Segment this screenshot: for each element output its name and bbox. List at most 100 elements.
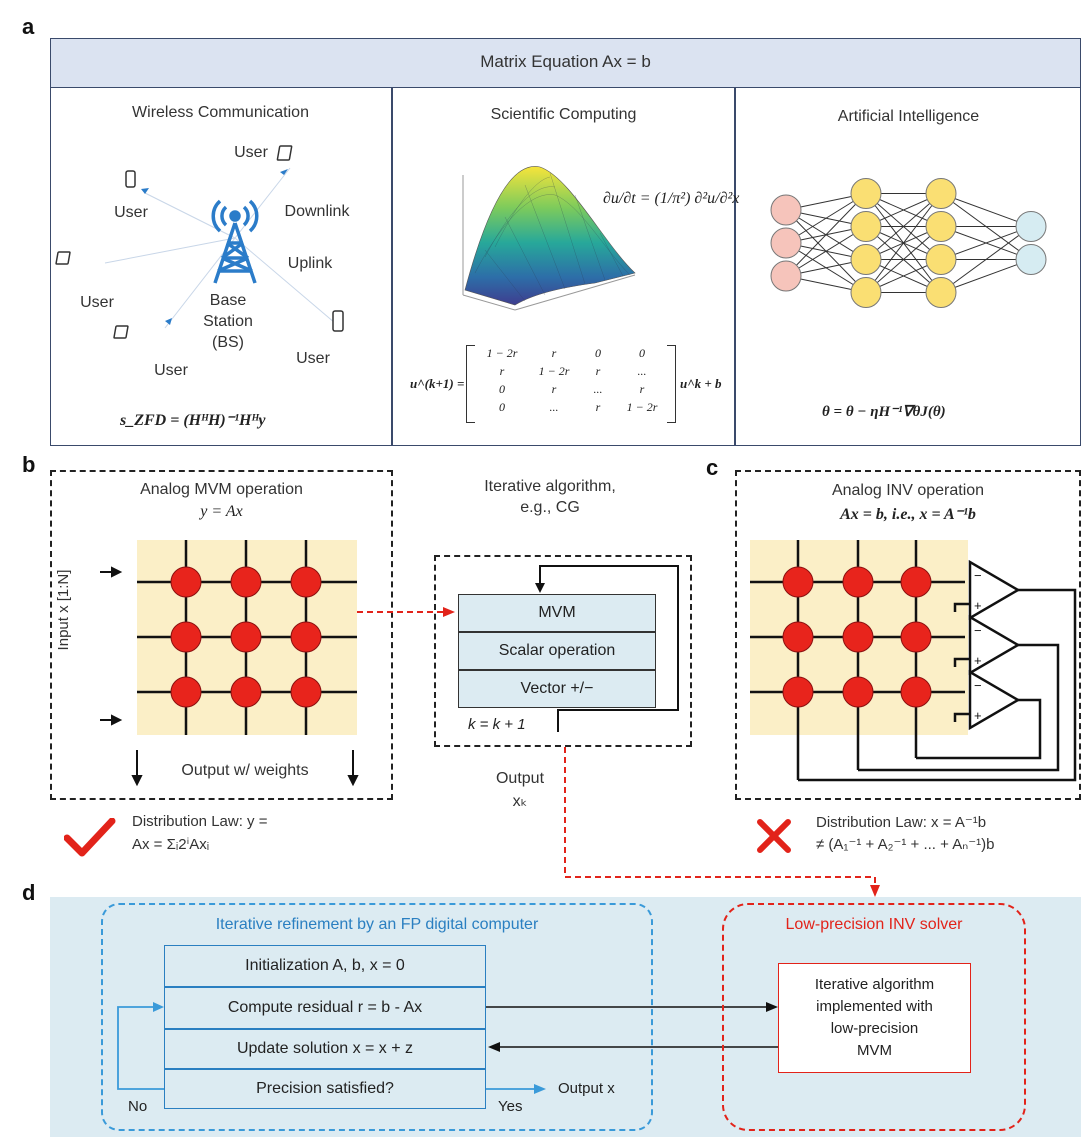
memristor-nodes	[170, 566, 322, 708]
zfd-equation: s_ZFD = (HᴴH)⁻¹Hᴴy	[120, 412, 266, 429]
nn-edge	[785, 193, 867, 277]
matrix-cell: r	[551, 346, 557, 360]
bs-line-1: Base	[209, 292, 247, 309]
solver-line-3: low-precision	[830, 1020, 919, 1037]
fp-refinement-title: Iterative refinement by an FP digital co…	[215, 916, 539, 933]
nn-node	[925, 211, 957, 242]
low-precision-solver-title: Low-precision INV solver	[785, 916, 963, 933]
step-vector: Vector +/−	[458, 670, 656, 708]
matrix-row: 0... r 1 − 2r	[474, 400, 666, 418]
distribution-law-check-1: Distribution Law: y =	[132, 813, 268, 830]
matrix-cell: 1 − 2r	[486, 346, 518, 360]
iteration-loop	[535, 565, 679, 732]
update-lhs: u^(k+1) =	[410, 376, 465, 391]
matrix-cell: 1 − 2r	[538, 364, 570, 378]
user-label-bottom-left: User	[80, 294, 114, 311]
counter-label: k = k + 1	[468, 716, 526, 733]
nn-node	[850, 244, 882, 275]
no-label: No	[128, 1098, 148, 1115]
solver-line-2: implemented with	[816, 998, 933, 1015]
fp-refinement-frame	[101, 903, 653, 1131]
output-weights-label: Output w/ weights	[181, 762, 309, 779]
svg-text:−: −	[974, 623, 982, 638]
nn-node	[925, 277, 957, 308]
matrix-cell: ...	[593, 382, 603, 396]
svg-text:+: +	[974, 708, 982, 723]
matrix-cell: 1 − 2r	[626, 400, 658, 414]
newton-update-equation: θ = θ − ηH⁻¹∇θJ(θ)	[822, 404, 946, 420]
inv-title: Analog INV operation	[831, 482, 985, 499]
matrix-cell: 0	[499, 400, 505, 414]
output-xk-sub: xₖ	[512, 793, 528, 810]
no-loop-arrow	[117, 1002, 164, 1090]
nn-edge	[785, 193, 867, 244]
matrix-cell: r	[595, 400, 601, 414]
panel-label-b: b	[22, 452, 36, 477]
matrix-cell: r	[551, 382, 557, 396]
panel-a-divider-1	[391, 88, 393, 446]
nn-edge	[940, 259, 1032, 293]
matrix-row: 0 r... r	[474, 382, 666, 400]
step-update-solution: Update solution x = x + z	[164, 1029, 486, 1069]
distribution-law-cross-2: ≠ (A₁⁻¹ + A₂⁻¹ + ... + Aₙ⁻¹)b	[816, 836, 995, 853]
matrix-cell: ...	[637, 364, 647, 378]
user-label-left: User	[114, 204, 148, 221]
nn-node	[925, 244, 957, 275]
panel-b-frame	[50, 470, 393, 800]
output-xk-label: Output	[495, 770, 545, 787]
solver-box: Iterative algorithm implemented with low…	[778, 963, 971, 1073]
matrix-left-bracket	[466, 345, 475, 423]
svg-text:+: +	[974, 598, 982, 613]
panel-c-frame	[735, 470, 1081, 800]
iterative-frame	[434, 555, 692, 747]
matrix-cell: 0	[499, 382, 505, 396]
user-device-icons	[55, 145, 344, 339]
iterative-subtitle: e.g., CG	[520, 499, 580, 516]
output-x-label: Output x	[558, 1080, 615, 1097]
nn-node	[1015, 211, 1047, 242]
nn-node	[850, 211, 882, 242]
user-label-right: User	[296, 350, 330, 367]
panel-a-divider-2	[734, 88, 736, 446]
bs-line-2: Station	[203, 313, 253, 330]
nn-node	[925, 178, 957, 209]
low-precision-solver-frame	[722, 903, 1026, 1131]
step-precision-check: Precision satisfied?	[164, 1069, 486, 1109]
matrix-equation-title: Matrix Equation Ax = b	[480, 52, 651, 71]
matrix-cell: 0	[639, 346, 645, 360]
panel-label-a: a	[22, 14, 35, 39]
iterative-title: Iterative algorithm,	[484, 478, 616, 495]
check-mark-icon	[64, 818, 116, 857]
residual-to-solver-arrows	[486, 1002, 778, 1052]
nn-edge	[940, 193, 1032, 227]
iterative-to-solver-arrow	[564, 747, 880, 897]
surface-plot	[462, 166, 636, 311]
svg-text:+: +	[974, 653, 982, 668]
svg-text:−: −	[974, 568, 982, 583]
mvm-crossbar	[100, 540, 359, 787]
base-station-label: Base Station (BS)	[193, 290, 263, 353]
nn-edge	[785, 226, 867, 277]
mvm-title: Analog MVM operation	[140, 481, 303, 498]
nn-edge	[940, 226, 1032, 293]
heat-pde: ∂u/∂t = (1/π²) ∂²u/∂²x	[603, 190, 740, 207]
distribution-law-cross-1: Distribution Law: x = A⁻¹b	[816, 814, 987, 831]
op-amp-icons	[968, 559, 1021, 731]
mvm-equation: y = Ax	[200, 503, 243, 520]
panel-label-c: c	[706, 455, 719, 480]
matrix-cell: r	[499, 364, 505, 378]
mvm-to-iterative-arrow	[357, 607, 455, 617]
nn-edge	[940, 226, 1032, 260]
panel-label-d: d	[22, 880, 36, 905]
wireless-title: Wireless Communication	[132, 104, 309, 121]
matrix-cell: r	[639, 382, 645, 396]
step-scalar: Scalar operation	[458, 632, 656, 670]
step-mvm: MVM	[458, 594, 656, 632]
yes-arrow	[486, 1084, 546, 1094]
matrix-cell: ...	[549, 400, 559, 414]
inv-memristor-nodes	[782, 566, 932, 708]
inv-equation: Ax = b, i.e., x = A⁻¹b	[840, 506, 976, 523]
